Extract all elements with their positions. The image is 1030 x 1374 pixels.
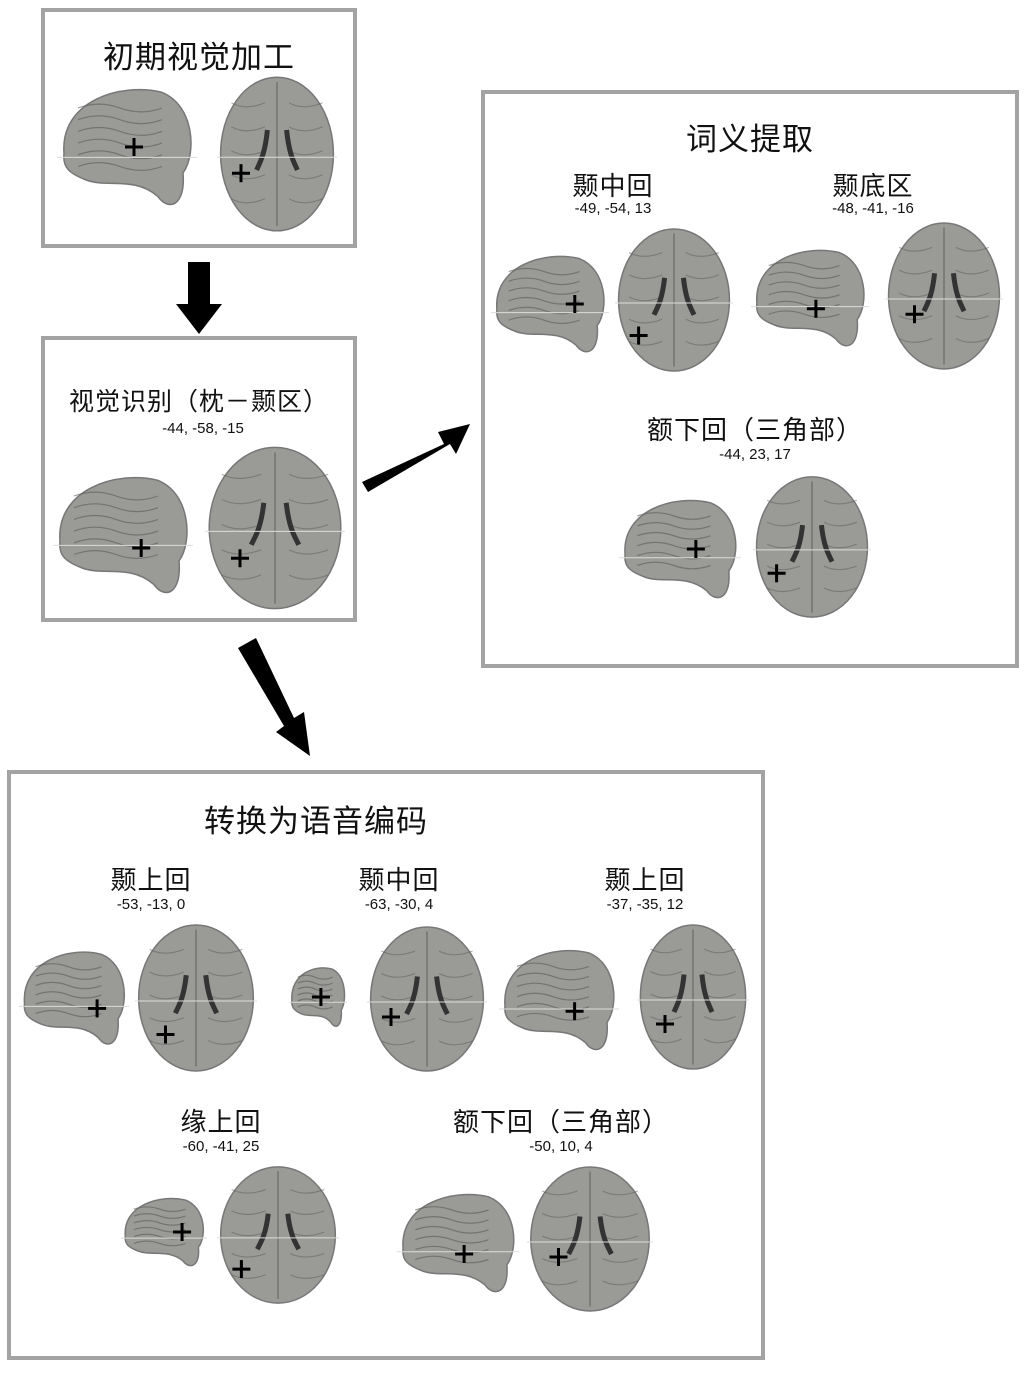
sagittal-brain-image — [289, 967, 347, 1027]
region-label: 额下回（三角部） — [646, 416, 863, 446]
crosshair-marker — [125, 138, 143, 156]
region-coord: -63, -30, 4 — [364, 896, 434, 913]
crosshair-marker — [686, 540, 705, 558]
sagittal-brain-image — [491, 255, 609, 353]
semantic-retrieval-box: 词义提取 颞中回 -49, -54, 13 颞底区 -48, -41, -16 … — [481, 90, 1019, 668]
crosshair-marker — [905, 305, 924, 324]
region-coord: -48, -41, -16 — [832, 200, 914, 217]
arrow-down-icon — [176, 262, 222, 334]
crosshair-marker — [311, 988, 330, 1006]
early-visual-title: 初期视觉加工 — [103, 40, 295, 76]
visual-recognition-box: 视觉识别（枕－颞区） -44, -58, -15 — [41, 336, 357, 622]
axial-brain-image — [885, 222, 1003, 370]
sagittal-brain-image — [57, 88, 197, 206]
early-visual-box: 初期视觉加工 — [41, 8, 357, 248]
crosshair-marker — [806, 299, 825, 318]
region-label: 颞中回 — [358, 866, 440, 896]
phonological-box: 转换为语音编码 颞上回 -53, -13, 0 颞中回 -63, -30, 4 … — [7, 770, 765, 1360]
axial-brain-image — [527, 1166, 653, 1312]
crosshair-marker — [232, 164, 250, 183]
axial-brain-image — [615, 228, 733, 372]
sagittal-brain-image — [397, 1193, 519, 1293]
region-label: 缘上回 — [180, 1108, 262, 1138]
crosshair-marker — [629, 326, 648, 345]
sagittal-brain-image — [121, 1197, 207, 1267]
crosshair-marker — [767, 564, 786, 583]
region-label: 颞中回 — [572, 172, 654, 202]
phonological-title: 转换为语音编码 — [204, 804, 428, 840]
sagittal-brain-image — [53, 476, 193, 594]
region-label: 颞上回 — [604, 866, 686, 896]
region-label: 颞底区 — [832, 172, 914, 202]
axial-brain-image — [135, 924, 257, 1072]
region-coord: -60, -41, 25 — [182, 1138, 260, 1155]
sagittal-brain-image — [19, 951, 129, 1045]
axial-brain-image — [217, 1166, 339, 1304]
crosshair-marker — [455, 1245, 474, 1263]
crosshair-marker — [132, 539, 151, 557]
region-coord: -44, 23, 17 — [719, 446, 791, 463]
region-coord: -53, -13, 0 — [116, 896, 186, 913]
region-label: 颞上回 — [110, 866, 192, 896]
axial-brain-image — [367, 926, 487, 1072]
arrow-right-up-icon — [362, 424, 470, 492]
recognition-coord: -44, -58, -15 — [162, 420, 244, 437]
semantic-title: 词义提取 — [686, 122, 814, 158]
crosshair-marker — [565, 295, 584, 313]
crosshair-marker — [231, 549, 249, 568]
crosshair-marker — [382, 1008, 400, 1026]
sagittal-brain-image — [619, 499, 741, 599]
crosshair-marker — [173, 1223, 192, 1241]
crosshair-marker — [549, 1248, 568, 1266]
region-coord: -37, -35, 12 — [606, 896, 684, 913]
axial-brain-image — [217, 76, 337, 232]
region-coord: -50, 10, 4 — [529, 1138, 593, 1155]
crosshair-marker — [565, 1002, 584, 1021]
arrow-down-right-icon — [238, 638, 310, 756]
sagittal-brain-image — [751, 249, 869, 347]
sagittal-brain-image — [499, 949, 619, 1051]
crosshair-marker — [656, 1015, 674, 1033]
recognition-title: 视觉识别（枕－颞区） — [68, 387, 329, 416]
crosshair-marker — [156, 1025, 175, 1044]
region-coord: -49, -54, 13 — [574, 200, 652, 217]
axial-brain-image — [753, 476, 871, 618]
axial-brain-image — [205, 446, 345, 610]
crosshair-marker — [232, 1260, 251, 1279]
axial-brain-image — [637, 924, 749, 1070]
region-label: 额下回（三角部） — [452, 1108, 669, 1138]
crosshair-marker — [88, 999, 107, 1018]
